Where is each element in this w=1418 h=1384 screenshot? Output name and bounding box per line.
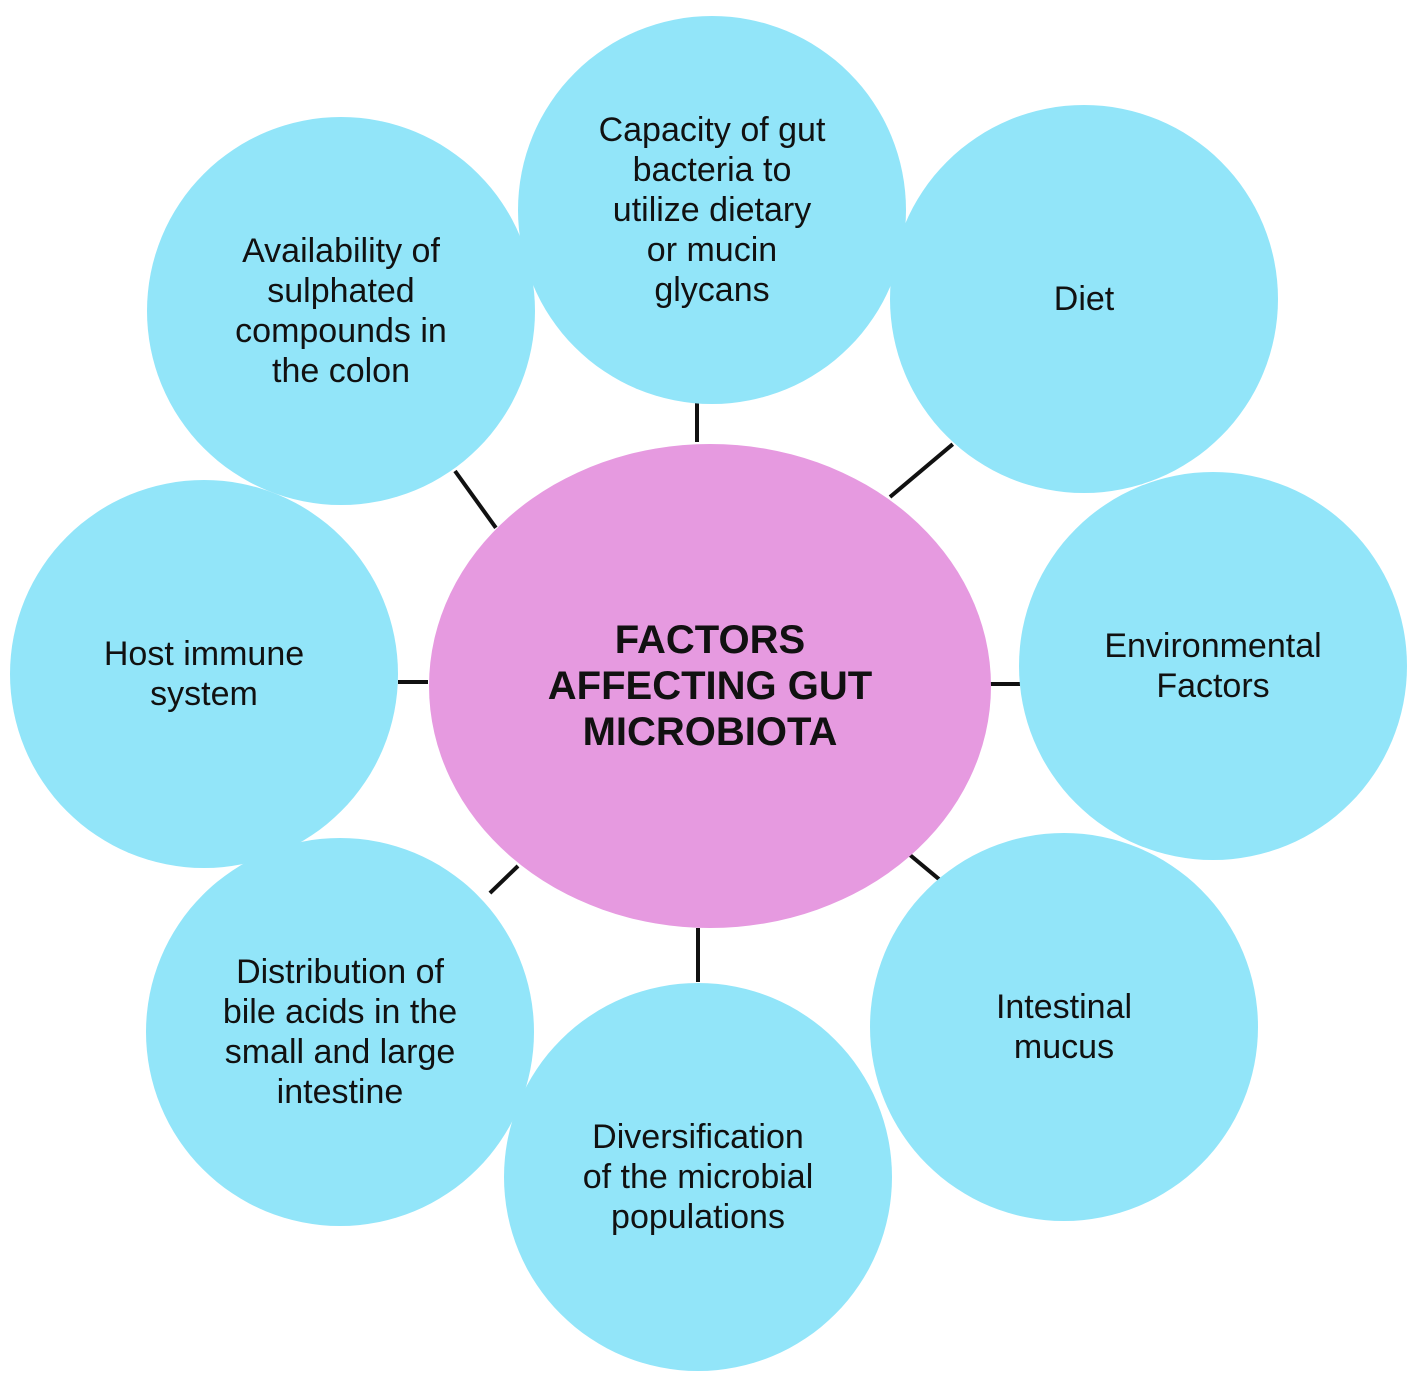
connector-immune [398, 680, 428, 684]
connector-environmental [990, 682, 1020, 686]
factor-label: Intestinal mucus [995, 988, 1133, 1066]
factor-sulphated-compounds: Availability of sulphated compounds in t… [147, 117, 535, 505]
factor-label: Distribution of bile acids in the small … [222, 953, 458, 1111]
connector-mucus [908, 853, 942, 882]
factor-label: Capacity of gut bacteria to utilize diet… [598, 111, 826, 309]
factor-intestinal-mucus: Intestinal mucus [870, 833, 1258, 1221]
connector-diversification [696, 928, 700, 982]
factor-label: Diet [1053, 280, 1115, 318]
factor-capacity: Capacity of gut bacteria to utilize diet… [518, 16, 906, 404]
factor-diversification: Diversification of the microbial populat… [504, 983, 892, 1371]
factor-label: Environmental Factors [1104, 627, 1322, 705]
connector-diet [888, 442, 955, 499]
central-topic-label: FACTORS AFFECTING GUT MICROBIOTA [547, 618, 873, 754]
factor-bile-acids: Distribution of bile acids in the small … [146, 838, 534, 1226]
connector-sulphated [453, 469, 498, 530]
factor-label: Diversification of the microbial populat… [582, 1118, 814, 1236]
connector-capacity [695, 400, 699, 442]
factor-diet: Diet [890, 105, 1278, 493]
central-topic: FACTORS AFFECTING GUT MICROBIOTA [429, 444, 991, 928]
factor-host-immune: Host immune system [10, 480, 398, 868]
factor-label: Availability of sulphated compounds in t… [235, 232, 447, 390]
connector-bile [488, 864, 520, 895]
factor-label: Host immune system [103, 635, 305, 713]
factor-environmental: Environmental Factors [1019, 472, 1407, 860]
